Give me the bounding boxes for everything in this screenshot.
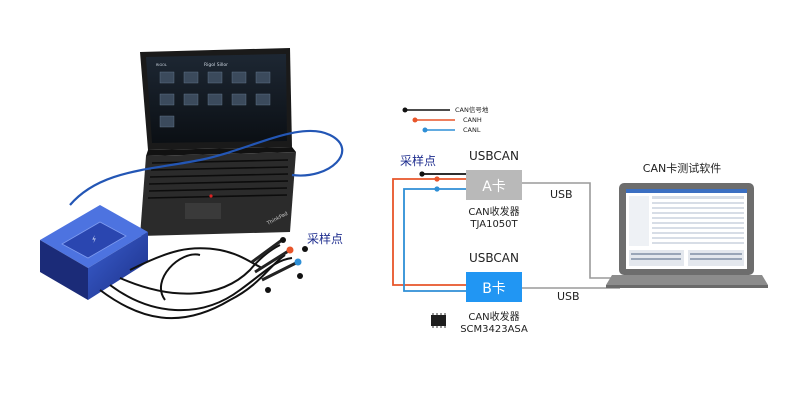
usb-label-b: USB: [557, 290, 580, 303]
screen-tag: RIGOL: [156, 63, 167, 67]
probe-heads: [251, 237, 308, 293]
card-a-transceiver: CAN收发器: [468, 205, 519, 218]
sample-dot-canh: [434, 176, 440, 182]
svg-text:⚡: ⚡: [90, 234, 99, 245]
usb-cable: [69, 129, 344, 206]
svg-text:CAN信号地: CAN信号地: [455, 105, 489, 114]
left-photo: Rigol Sillor RIGOL: [40, 48, 344, 320]
software-label: CAN卡测试软件: [643, 161, 721, 175]
usb-label-a: USB: [550, 188, 573, 201]
software-table: [629, 196, 744, 266]
sample-dot-ground: [419, 171, 425, 177]
card-b-transceiver: CAN收发器: [468, 310, 519, 323]
card-a-label: A卡: [482, 179, 506, 195]
can-bus-wiring: [392, 173, 466, 292]
photo-sampling-point-label: 采样点: [307, 231, 343, 246]
usb-wires: [522, 182, 620, 289]
sample-dot-canl: [434, 186, 440, 192]
card-a-chip: TJA1050T: [469, 219, 518, 230]
usbcan-card-a: USBCAN A卡 CAN收发器 TJA1050T: [466, 149, 522, 230]
rigol-laptop: Rigol Sillor RIGOL: [140, 48, 296, 236]
chip-icon: [431, 313, 446, 328]
legend-item-canh: CANH: [412, 116, 482, 124]
diagram-sampling-point-label: 采样点: [400, 153, 436, 168]
legend-item-canl: CANL: [422, 126, 481, 134]
test-software-laptop: CAN卡测试软件: [606, 161, 768, 288]
svg-text:CANL: CANL: [463, 126, 481, 134]
card-b-chip: SCM3423ASA: [460, 324, 528, 335]
laptop-base: [606, 275, 768, 285]
svg-text:CANH: CANH: [463, 116, 482, 124]
probe-tip-black: [280, 237, 286, 243]
legend-item-ground: CAN信号地: [402, 105, 489, 114]
touchpad: [185, 203, 221, 219]
trackpoint: [209, 194, 213, 198]
card-b-box: [466, 272, 522, 302]
usbcan-card-b: USBCAN B卡 CAN收发器 SCM3423ASA: [460, 251, 528, 335]
card-a-box: [466, 170, 522, 200]
probe-tip-red: [286, 246, 294, 254]
usb-oscilloscope: ⚡: [40, 205, 148, 300]
card-b-title: USBCAN: [469, 251, 519, 265]
card-b-label: B卡: [482, 281, 506, 297]
card-a-title: USBCAN: [469, 149, 519, 163]
keyboard-keys: [147, 159, 289, 199]
laptop-keyboard-deck: [140, 152, 296, 236]
probe-tip-blue: [294, 258, 302, 266]
screen-title: Rigol Sillor: [204, 62, 228, 68]
probe-cables: [99, 244, 293, 320]
wire-legend: CAN信号地 CANH CANL: [402, 105, 489, 134]
screen-app-icons: [159, 71, 271, 128]
